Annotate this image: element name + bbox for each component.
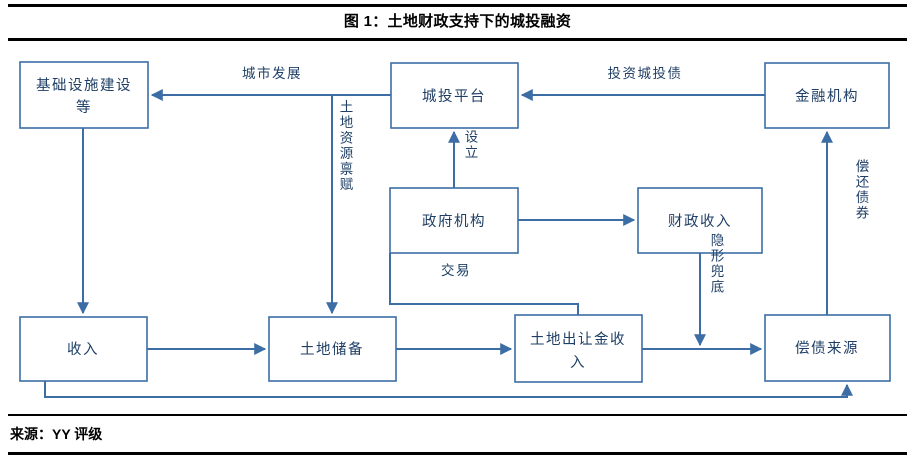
edge-label-establish: 设立	[463, 129, 479, 160]
node-platform-label: 城投平台	[422, 88, 486, 105]
top-rule	[8, 4, 907, 7]
source-top-rule	[8, 414, 907, 416]
diagram-svg: 基础设施建设 等 城投平台 金融机构 政府机构 财政收入 收入	[19, 61, 891, 398]
node-repaysource[interactable]: 偿债来源	[764, 314, 891, 382]
edge-government-to-landtransfer	[389, 253, 579, 315]
node-fiscal-label: 财政收入	[668, 213, 732, 230]
flowchart-diagram: 基础设施建设 等 城投平台 金融机构 政府机构 财政收入 收入	[0, 42, 915, 412]
node-landtransfer-label-line1: 土地出让金收	[530, 331, 626, 348]
node-repaysource-rect[interactable]	[764, 314, 891, 382]
node-infra[interactable]: 基础设施建设 等	[19, 61, 149, 129]
node-platform-rect[interactable]	[390, 62, 519, 129]
node-financial-rect[interactable]	[764, 62, 890, 129]
node-government[interactable]: 政府机构	[389, 187, 519, 254]
node-infra-label-line1: 基础设施建设	[36, 77, 132, 94]
node-platform[interactable]: 城投平台	[390, 62, 519, 129]
node-income-label: 收入	[67, 341, 99, 358]
edge-label-urban-development: 城市发展	[242, 65, 302, 81]
node-financial-label: 金融机构	[795, 88, 859, 105]
page-title: 图 1：土地财政支持下的城投融资	[343, 13, 572, 30]
node-landtransfer[interactable]: 土地出让金收 入	[514, 314, 643, 383]
node-infra-label-line2: 等	[76, 98, 92, 116]
bottom-rule	[8, 452, 907, 455]
node-landreserve-rect[interactable]	[268, 316, 397, 382]
title-underline-rule	[8, 38, 907, 41]
edge-label-transaction: 交易	[441, 262, 471, 278]
node-government-label: 政府机构	[422, 213, 486, 230]
node-fiscal[interactable]: 财政收入	[637, 187, 763, 254]
node-financial[interactable]: 金融机构	[764, 62, 890, 129]
node-income[interactable]: 收入	[19, 316, 148, 382]
node-landtransfer-label-line2: 入	[570, 355, 586, 371]
node-infra-rect[interactable]	[19, 61, 149, 129]
node-income-rect[interactable]	[19, 316, 148, 382]
node-landreserve-label: 土地储备	[300, 341, 364, 358]
node-landreserve[interactable]: 土地储备	[268, 316, 397, 382]
edge-label-repay-bond: 偿还债券	[854, 159, 870, 221]
node-repaysource-label: 偿债来源	[795, 340, 859, 357]
edge-label-land-endowment: 土地资源禀赋	[338, 99, 354, 192]
node-government-rect[interactable]	[389, 187, 519, 254]
edge-income-to-repaysource	[44, 381, 853, 398]
node-fiscal-rect[interactable]	[637, 187, 763, 254]
edge-label-implicit-backstop: 隐形兜底	[709, 233, 725, 295]
node-landtransfer-rect[interactable]	[514, 314, 643, 383]
source-note: 来源：YY 评级	[10, 426, 103, 442]
edge-label-invest-ctbond: 投资城投债	[608, 66, 683, 81]
